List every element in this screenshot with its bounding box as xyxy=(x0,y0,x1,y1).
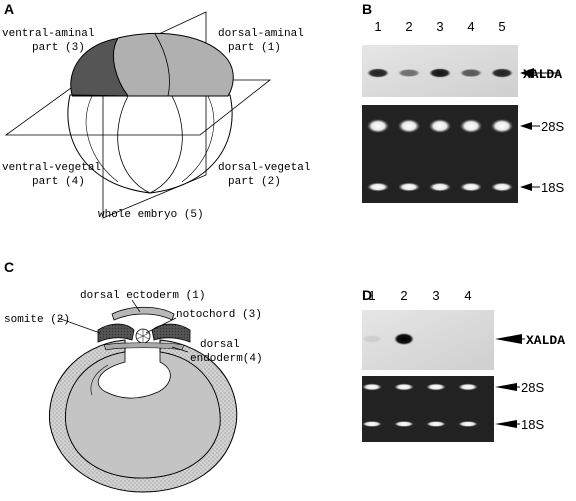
leader-notochord xyxy=(145,317,177,334)
svg-text:part (1): part (1) xyxy=(228,42,281,54)
neurula-embryo xyxy=(48,339,238,493)
panel-b-xalda-label: XALDA xyxy=(523,67,562,82)
panel-d-xalda-arrowhead xyxy=(495,334,522,344)
lane-number-4: 4 xyxy=(467,19,474,34)
xalda-band-lane-2 xyxy=(398,69,420,77)
xalda-band-lane-4 xyxy=(460,68,482,78)
label-somite: somite (2) xyxy=(4,314,70,326)
panel-d-letter: D xyxy=(362,287,372,303)
svg-text:ventral-aminal: ventral-aminal xyxy=(2,28,94,40)
dorsal-endoderm-shape xyxy=(103,342,185,351)
xalda-band-lane-5 xyxy=(491,68,513,78)
panel-d-northern-blot xyxy=(362,310,494,370)
embryo-sphere xyxy=(67,94,233,194)
rrna-18s-band-lane-2 xyxy=(394,421,414,427)
panel-d-northern-membrane xyxy=(362,310,494,370)
panel-d-lane-numbers: 1 2 3 4 xyxy=(368,288,471,303)
panel-d-18s-label: 18S xyxy=(521,417,544,432)
panel-c: C dorsal ectoderm (1) notochord (3) somi… xyxy=(4,259,263,493)
svg-text:dorsal-aminal: dorsal-aminal xyxy=(218,28,304,40)
rrna-18s-band-lane-4 xyxy=(460,182,482,192)
panel-b-rrna-gel xyxy=(362,105,518,203)
rrna-18s-band-lane-1 xyxy=(367,182,389,192)
panel-b-letter: B xyxy=(362,1,372,17)
rrna-28s-band-lane-3 xyxy=(429,119,451,133)
xalda-band-lane-1 xyxy=(367,68,389,78)
svg-text:dorsal: dorsal xyxy=(200,339,240,351)
svg-text:part (3): part (3) xyxy=(32,42,85,54)
label-ventral-aminal: ventral-aminal part (3) xyxy=(2,28,94,54)
lane-number-1: 1 xyxy=(374,19,381,34)
leader-endoderm xyxy=(171,346,189,353)
lane-number-2: 2 xyxy=(400,288,407,303)
lane-number-4: 4 xyxy=(464,288,471,303)
dorsal-aminal-part xyxy=(112,32,234,97)
aminal-cap-meridian xyxy=(154,33,170,97)
label-dorsal-aminal: dorsal-aminal part (1) xyxy=(218,28,304,54)
somite-right xyxy=(151,323,191,343)
rrna-18s-band-lane-5 xyxy=(491,182,513,192)
lane-number-3: 3 xyxy=(436,19,443,34)
panel-d-28s-arrowhead xyxy=(495,383,517,391)
rrna-28s-band-lane-5 xyxy=(491,119,513,133)
panel-b-28s-arrowhead xyxy=(520,122,532,130)
label-ventral-vegetal: ventral-vegetal part (4) xyxy=(2,162,101,188)
panel-d: D 1 2 3 4 XALDA 28S 18S xyxy=(362,287,565,442)
rrna-28s-band-lane-1 xyxy=(367,119,389,133)
rrna-28s-band-lane-2 xyxy=(398,119,420,133)
lane-number-2: 2 xyxy=(405,19,412,34)
label-notochord: notochord (3) xyxy=(176,309,262,321)
label-whole-embryo: whole embryo (5) xyxy=(98,209,204,221)
svg-text:endoderm(4): endoderm(4) xyxy=(190,353,263,365)
svg-text:part (2): part (2) xyxy=(228,176,281,188)
panel-b-northern-blot xyxy=(362,45,518,97)
rrna-18s-band-lane-3 xyxy=(426,421,446,427)
panel-d-xalda-label: XALDA xyxy=(526,333,565,348)
panel-b-18s-arrowhead xyxy=(520,183,532,191)
svg-text:dorsal-vegetal: dorsal-vegetal xyxy=(218,162,310,174)
rrna-18s-band-lane-3 xyxy=(429,182,451,192)
panel-a: A ventral-aminal part (3) dorsal-aminal … xyxy=(2,1,310,221)
embryo-endoderm xyxy=(65,351,221,479)
xalda-band-lane-2 xyxy=(394,333,414,345)
vertical-plane xyxy=(102,11,207,219)
panel-b-28s-label: 28S xyxy=(541,119,564,134)
panel-c-letter: C xyxy=(4,259,14,275)
leader-ectoderm xyxy=(131,299,141,313)
rrna-18s-band-lane-1 xyxy=(362,421,382,427)
svg-text:part (4): part (4) xyxy=(32,176,85,188)
rrna-28s-band-lane-1 xyxy=(362,383,382,391)
panel-d-rrna-gel xyxy=(362,376,494,442)
panel-b: B 1 2 3 4 5 XALDA 28S 18S xyxy=(362,1,564,203)
rrna-28s-band-lane-3 xyxy=(426,383,446,391)
rrna-28s-band-lane-2 xyxy=(394,383,414,391)
panel-b-lane-numbers: 1 2 3 4 5 xyxy=(374,19,505,34)
leader-somite xyxy=(57,317,101,334)
horizontal-plane xyxy=(4,79,272,136)
rrna-18s-band-lane-2 xyxy=(398,182,420,192)
label-dorsal-ectoderm: dorsal ectoderm (1) xyxy=(80,290,205,302)
svg-text:ventral-vegetal: ventral-vegetal xyxy=(2,162,101,174)
panel-d-18s-arrowhead xyxy=(495,420,517,428)
rrna-28s-band-lane-4 xyxy=(458,383,478,391)
label-dorsal-vegetal: dorsal-vegetal part (2) xyxy=(218,162,310,188)
lane-number-3: 3 xyxy=(432,288,439,303)
xalda-band-lane-3 xyxy=(429,68,451,78)
rrna-28s-band-lane-4 xyxy=(460,119,482,133)
dorsal-ectoderm-shape xyxy=(111,306,175,321)
lane-number-1: 1 xyxy=(368,288,375,303)
rrna-18s-band-lane-4 xyxy=(458,421,478,427)
somite-left xyxy=(97,323,135,343)
panel-b-xalda-arrowhead xyxy=(520,68,534,78)
lane-number-5: 5 xyxy=(498,19,505,34)
xalda-band-lane-1 xyxy=(362,335,382,343)
label-dorsal-endoderm: dorsal endoderm(4) xyxy=(190,339,263,365)
panel-a-letter: A xyxy=(4,1,14,17)
panel-b-18s-label: 18S xyxy=(541,180,564,195)
panel-d-28s-label: 28S xyxy=(521,380,544,395)
